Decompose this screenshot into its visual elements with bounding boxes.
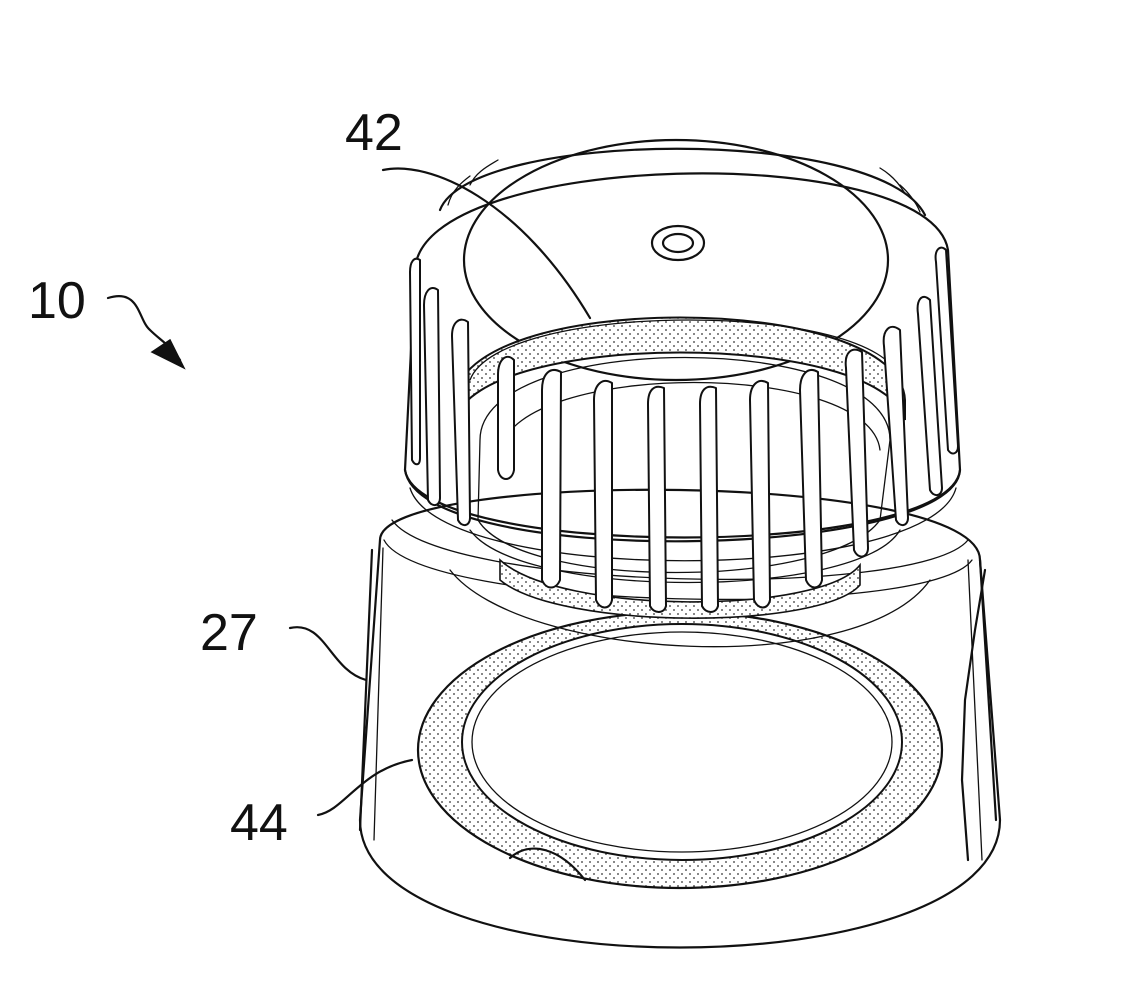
numeral-10: 10 [28,272,86,330]
numeral-42: 42 [345,104,403,162]
reference-numerals: 10 27 42 44 [28,104,403,852]
rib [918,297,942,495]
rib [594,381,612,608]
upper-band [455,318,905,619]
rib [648,387,666,612]
numeral-27: 27 [200,604,258,662]
rib [542,370,561,587]
rib [410,259,420,465]
rib [498,357,514,479]
closure-base [360,490,1000,948]
rib [452,320,470,525]
rib [936,248,958,454]
numeral-44: 44 [230,794,288,852]
rib [700,387,718,612]
rib [750,381,770,608]
rib [800,370,822,587]
rib [424,288,440,505]
